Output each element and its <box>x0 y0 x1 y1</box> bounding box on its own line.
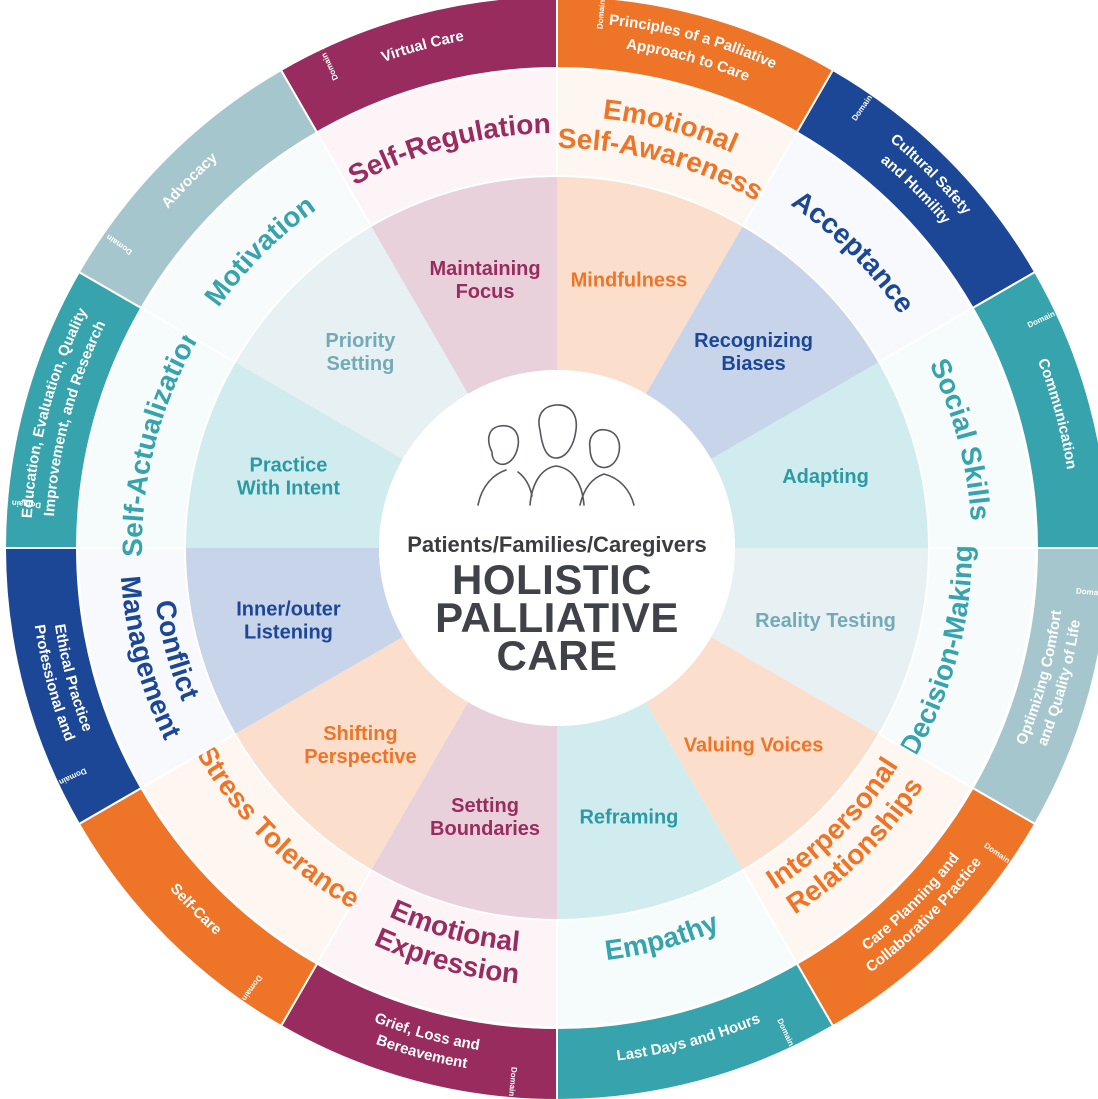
skill-wedge <box>371 702 557 919</box>
skill-label: Setting <box>451 795 519 817</box>
skill-label: Setting <box>327 353 395 375</box>
center-circle <box>379 370 735 726</box>
skill-label: Listening <box>244 621 333 643</box>
skill-label: Boundaries <box>430 818 540 840</box>
skill-wedge <box>711 362 928 548</box>
skill-label: Priority <box>325 330 396 352</box>
skill-wedge <box>235 637 468 870</box>
skill-label: Maintaining <box>429 258 540 280</box>
skill-wedge <box>646 226 879 459</box>
skill-label: Shifting <box>323 723 397 745</box>
skill-wedge <box>557 702 743 919</box>
skill-label: Reality Testing <box>755 610 896 632</box>
skill-label: Reframing <box>579 807 678 829</box>
domain-number: 2 <box>867 85 880 97</box>
domain-number: 8 <box>234 999 247 1011</box>
center-hub: Patients/Families/Caregivers HOLISTIC PA… <box>379 370 735 726</box>
domain-tag: Domain1 <box>593 0 608 29</box>
domain-number: 6 <box>788 1045 801 1056</box>
domain-number: 11 <box>91 223 107 240</box>
skill-label: Mindfulness <box>571 269 688 291</box>
skill-label: Practice <box>250 455 328 477</box>
skill-label: With Intent <box>237 478 340 500</box>
skill-wedge <box>646 637 879 870</box>
center-title-line-2: PALLIATIVE <box>435 594 679 641</box>
skill-wedge <box>711 548 928 734</box>
skill-label: Adapting <box>782 466 869 488</box>
center-title-line-3: CARE <box>496 632 617 679</box>
center-subtitle: Patients/Families/Caregivers <box>407 532 707 557</box>
center-title-line-1: HOLISTIC <box>452 556 652 603</box>
skill-label: Focus <box>456 281 515 303</box>
skill-wedge <box>235 226 468 459</box>
skill-wedge <box>557 177 743 394</box>
domain-tag: Domain4 <box>1076 584 1098 599</box>
domain-number: 3 <box>1054 304 1065 317</box>
skill-label: Biases <box>721 353 786 375</box>
domain-tag: Domain10 <box>0 496 42 512</box>
skill-ring: MindfulnessRecognizingBiasesAdaptingReal… <box>186 177 928 919</box>
domain-number: 10 <box>0 496 9 509</box>
skill-label: Perspective <box>304 746 416 768</box>
domain-number: 12 <box>311 37 327 53</box>
skill-label: Inner/outer <box>236 598 341 620</box>
skill-wedge <box>371 177 557 394</box>
skill-label: Valuing Voices <box>684 735 824 757</box>
domain-number: 5 <box>1008 858 1020 871</box>
skill-wedge <box>186 362 403 548</box>
competency-segment <box>316 67 558 228</box>
skill-label: Recognizing <box>694 330 813 352</box>
skill-wedge <box>186 548 403 734</box>
domain-number: 9 <box>49 779 60 792</box>
people-icon <box>477 404 635 506</box>
